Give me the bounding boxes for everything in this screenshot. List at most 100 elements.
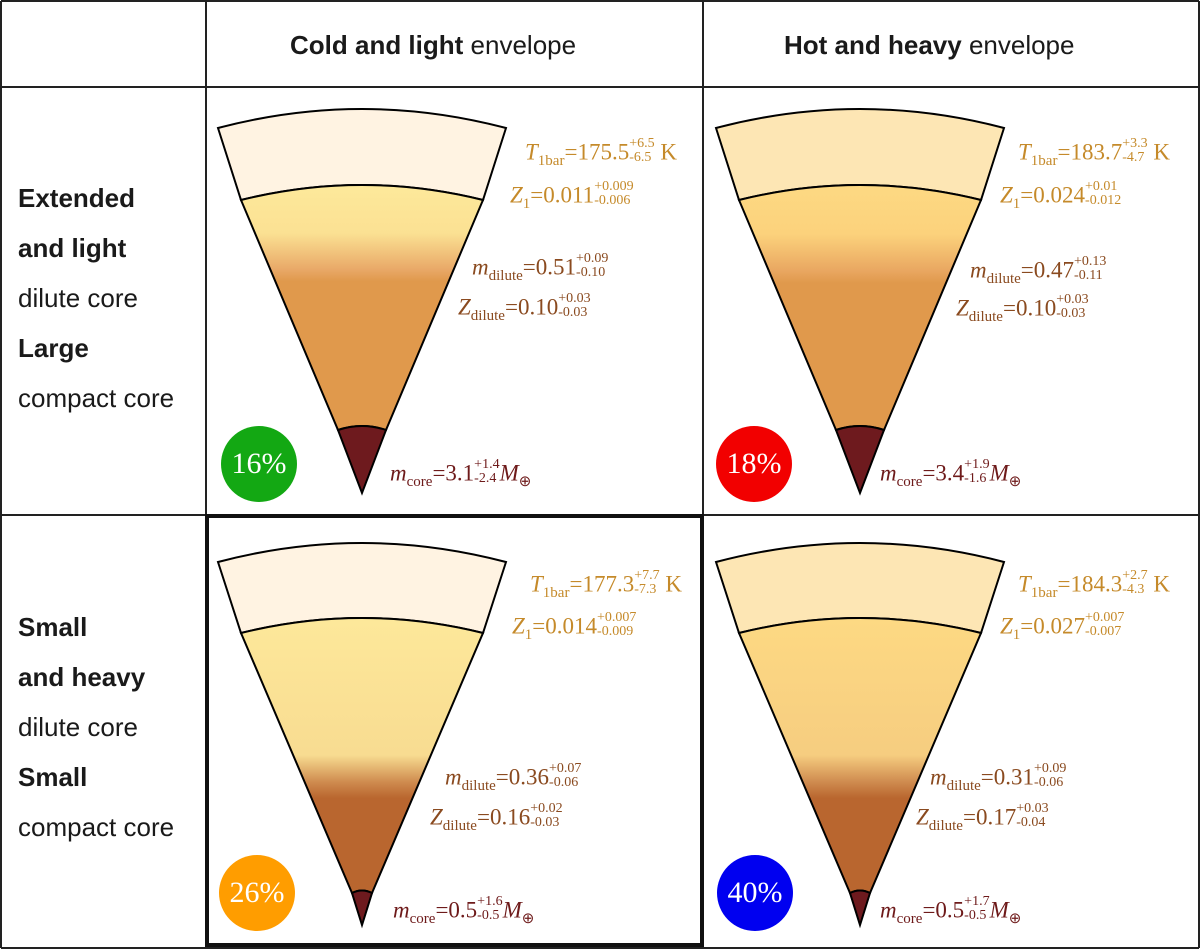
zdilute-up: +0.03: [1016, 801, 1049, 816]
z1-down: -0.007: [1085, 624, 1122, 639]
z1-annotation-4: Z1=0.027+0.007-0.007: [1000, 610, 1125, 643]
wedge-panel-3: [216, 542, 508, 929]
zdilute-annotation-2: Zdilute=0.10+0.03-0.03: [956, 292, 1089, 326]
mcore-down: -0.5: [477, 908, 500, 923]
t1bar-up: +7.7: [634, 568, 660, 583]
earth-sub: ⊕: [1008, 474, 1022, 491]
zdilute-annotation-3: Zdilute=0.16+0.02-0.03: [430, 801, 563, 834]
core-sub: core: [896, 474, 923, 491]
probability-badge-3: 26%: [219, 855, 295, 931]
mdilute-up: +0.09: [576, 251, 609, 266]
mdilute-annotation-3: mdilute=0.36+0.07-0.06: [445, 761, 582, 795]
row-label-small-line4: Small: [18, 762, 88, 792]
zdilute-value: 0.16: [489, 804, 531, 830]
t-unit: K: [654, 139, 677, 165]
mdilute-down: -0.06: [549, 775, 579, 790]
t-unit: K: [659, 571, 682, 597]
zd-sub: dilute: [968, 309, 1003, 326]
wedge-panel-1: [216, 108, 508, 496]
mdilute-up: +0.09: [1034, 761, 1067, 776]
m-symbol: m: [472, 254, 489, 280]
t1bar-up: +2.7: [1122, 568, 1148, 583]
z1-value: 0.027: [1033, 613, 1086, 639]
dilute-layer-2: [737, 184, 983, 432]
column-header-cold-light-rest: envelope: [463, 30, 577, 60]
m-symbol: m: [393, 897, 410, 923]
mdilute-down: -0.10: [576, 265, 606, 280]
eq: =: [569, 571, 583, 597]
z-symbol: Z: [510, 182, 523, 208]
mcore-value: 3.1: [445, 460, 475, 486]
mcore-up: +1.7: [964, 894, 990, 909]
eq: =: [1057, 139, 1071, 165]
row-label-extended-line3: dilute core: [18, 283, 138, 313]
zdilute-down: -0.03: [1056, 306, 1086, 321]
row-label-small-line1: Small: [18, 612, 88, 642]
zd-sub: dilute: [928, 818, 963, 835]
t-symbol: T: [530, 571, 543, 597]
highlight-frame: [205, 514, 704, 947]
t-symbol: T: [525, 139, 538, 165]
mdilute-annotation-4: mdilute=0.31+0.09-0.06: [930, 761, 1067, 794]
t1bar-up: +6.5: [629, 136, 655, 151]
zdilute-up: +0.03: [558, 291, 591, 306]
t1bar-value: 177.3: [582, 571, 635, 597]
mdilute-up: +0.07: [549, 761, 582, 776]
mcore-value: 0.5: [448, 897, 478, 923]
eq: =: [922, 460, 936, 486]
zd-symbol: Z: [956, 295, 969, 321]
probability-badge-1: 16%: [221, 426, 297, 502]
mcore-down: -0.5: [964, 908, 987, 923]
core-layer-2: [834, 425, 886, 496]
t1bar-annotation-2: T1bar=183.7+3.3-4.7 K: [1018, 137, 1170, 169]
t1bar-annotation-4: T1bar=184.3+2.7-4.3 K: [1018, 568, 1170, 601]
z1-down: -0.006: [594, 193, 631, 208]
eq: =: [1020, 613, 1034, 639]
z1-annotation-2: Z1=0.024+0.01-0.012: [1000, 179, 1121, 212]
t-unit: K: [1147, 139, 1170, 165]
mdilute-up: +0.13: [1074, 254, 1107, 269]
eq: =: [1020, 257, 1034, 283]
z1-up: +0.007: [1085, 610, 1125, 625]
mdilute-value: 0.47: [1033, 257, 1075, 283]
z1-up: +0.01: [1085, 179, 1118, 194]
t-sub: 1bar: [542, 585, 570, 602]
column-header-cold-light: Cold and light envelope: [290, 30, 576, 61]
t-symbol: T: [1018, 139, 1031, 165]
eq: =: [522, 254, 536, 280]
mcore-up: +1.6: [477, 894, 503, 909]
zd-symbol: Z: [916, 804, 929, 830]
eq: =: [495, 764, 509, 790]
m-sub: dilute: [461, 778, 496, 795]
row-label-extended-line1: Extended: [18, 183, 136, 213]
z1-value: 0.024: [1033, 182, 1086, 208]
zdilute-annotation-1: Zdilute=0.10+0.03-0.03: [458, 291, 591, 324]
column-header-hot-heavy-bold: Hot and heavy: [784, 30, 962, 60]
zdilute-up: +0.03: [1056, 292, 1089, 307]
dilute-layer-4: [737, 617, 983, 895]
mdilute-value: 0.51: [535, 254, 577, 280]
eq: =: [1002, 295, 1016, 321]
earth-sub: ⊕: [1008, 911, 1022, 928]
eq: =: [564, 139, 578, 165]
m-symbol: m: [970, 257, 987, 283]
m-symbol: m: [880, 897, 897, 923]
zd-symbol: Z: [458, 294, 471, 320]
eq: =: [476, 804, 490, 830]
eq: =: [962, 804, 976, 830]
t1bar-annotation-1: T1bar=175.5+6.5-6.5 K: [525, 136, 677, 169]
zdilute-up: +0.02: [530, 801, 563, 816]
zdilute-annotation-4: Zdilute=0.17+0.03-0.04: [916, 801, 1049, 835]
eq: =: [1057, 571, 1071, 597]
probability-badge-4: 40%: [717, 855, 793, 931]
t1bar-value: 184.3: [1070, 571, 1123, 597]
mcore-up: +1.4: [474, 457, 500, 472]
t1bar-down: -4.7: [1122, 150, 1145, 165]
zdilute-down: -0.04: [1016, 815, 1046, 830]
z-symbol: Z: [1000, 613, 1013, 639]
core-sub: core: [409, 911, 436, 928]
t1bar-annotation-3: T1bar=177.3+7.7-7.3 K: [530, 568, 682, 602]
z-symbol: Z: [512, 613, 525, 639]
